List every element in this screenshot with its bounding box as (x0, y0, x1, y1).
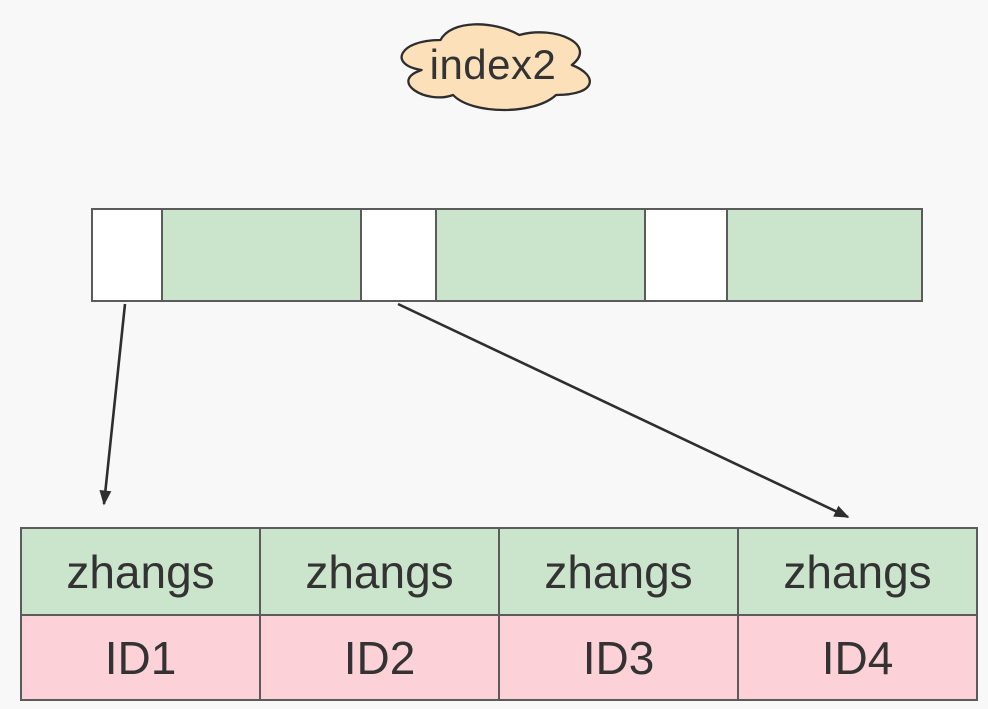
record-table: zhangs zhangs zhangs zhangs ID1 ID2 ID3 … (20, 527, 978, 701)
index-bar (91, 208, 923, 302)
index-key-cell: zhangs (783, 545, 932, 598)
row-id-cell: ID3 (500, 616, 739, 699)
row-id-row: ID1 ID2 ID3 ID4 (22, 616, 976, 699)
bar-segment-empty-3 (646, 210, 728, 300)
index-key-cell: zhangs (22, 529, 261, 614)
row-id-cell: ID2 (261, 616, 500, 699)
bar-segment-empty-1 (93, 210, 163, 300)
bar-segment-filled-2 (437, 210, 646, 300)
index-key-cell: zhangs (500, 529, 739, 614)
index-key-row: zhangs zhangs zhangs zhangs (22, 529, 976, 616)
arrow-left-icon (99, 303, 127, 506)
index-key-cell: zhangs (261, 529, 500, 614)
bar-segment-filled-1 (163, 210, 362, 300)
row-id-cell: ID4 (821, 631, 894, 684)
row-id-cell: ID1 (22, 616, 261, 699)
bar-segment-empty-2 (362, 210, 437, 300)
bar-segment-filled-3 (728, 210, 921, 300)
cloud-label: index2 (429, 41, 557, 88)
arrow-right-icon (397, 302, 850, 519)
